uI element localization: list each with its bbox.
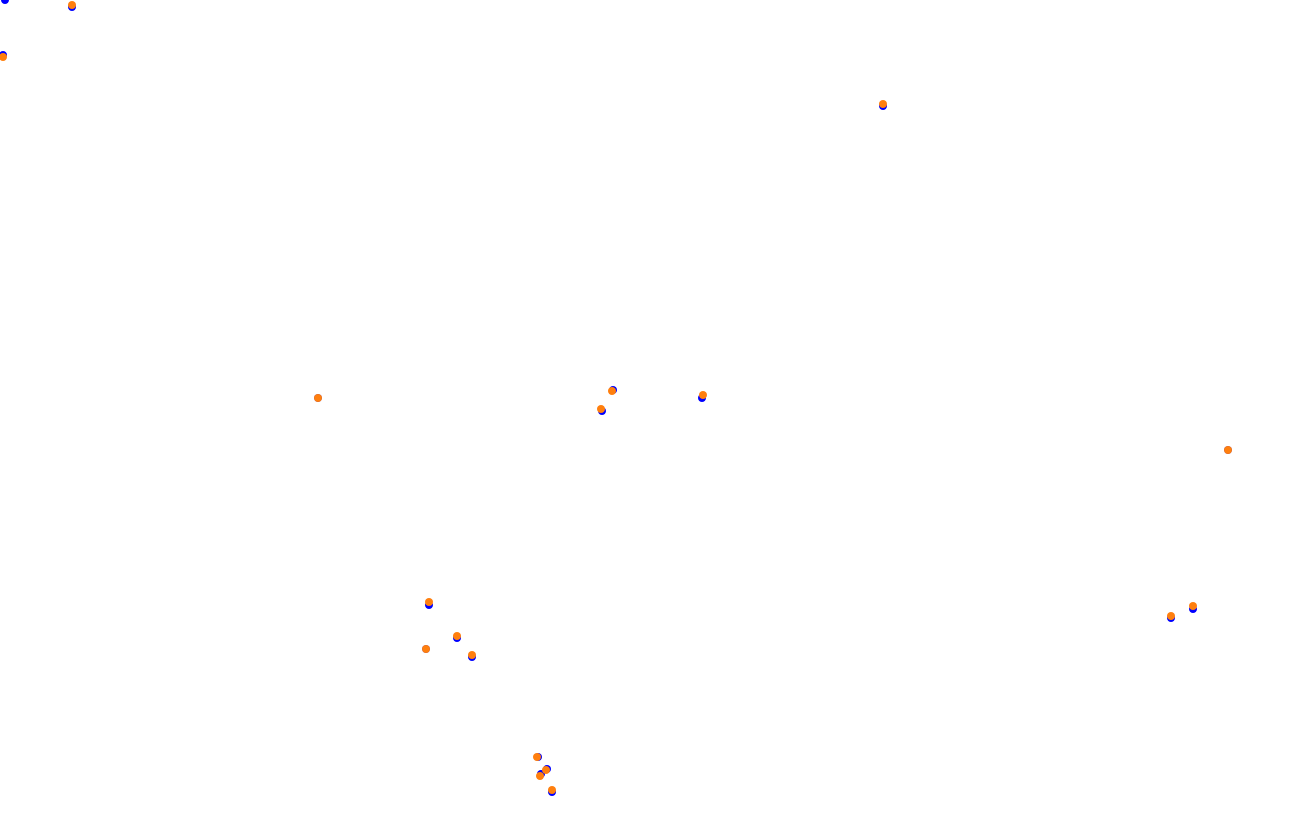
data-point <box>536 772 544 780</box>
series-0 <box>0 0 1232 796</box>
data-point <box>68 1 76 9</box>
data-point <box>422 645 430 653</box>
data-point <box>533 753 541 761</box>
data-point <box>468 651 476 659</box>
data-point <box>425 598 433 606</box>
data-point <box>597 405 605 413</box>
data-point <box>1189 602 1197 610</box>
data-point <box>548 786 556 794</box>
data-point <box>608 387 616 395</box>
data-point <box>879 100 887 108</box>
data-point <box>0 53 7 61</box>
data-point <box>1224 446 1232 454</box>
data-point <box>314 394 322 402</box>
data-point <box>453 632 461 640</box>
data-point <box>542 766 550 774</box>
data-point <box>1 0 9 4</box>
data-point <box>1167 612 1175 620</box>
series-1 <box>0 1 1232 794</box>
data-point <box>699 391 707 399</box>
